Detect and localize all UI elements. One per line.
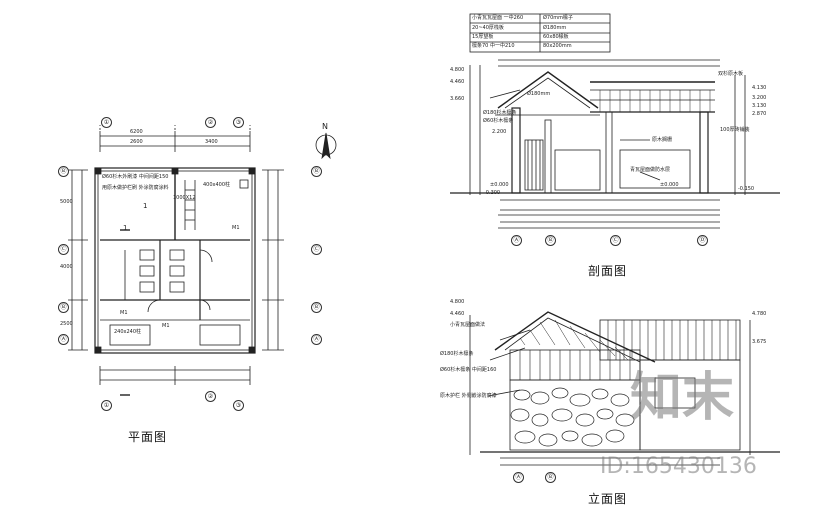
section-level-right-4: 2.870 bbox=[752, 111, 767, 117]
elev-level-3: 4.780 bbox=[752, 311, 767, 317]
plan-mark-5: M1 bbox=[162, 323, 170, 329]
plan-axis-bottom-3: ③ bbox=[233, 400, 244, 411]
section-level-left-5: ±0.000 bbox=[490, 182, 509, 188]
plan-mark-2: 1 bbox=[123, 224, 128, 232]
section-level-right-1: 4.130 bbox=[752, 85, 767, 91]
section-level-left-3: 3.660 bbox=[450, 96, 465, 102]
plan-axis-side-right-1: Ⓑ bbox=[311, 166, 322, 177]
plan-mark-3: M1 bbox=[232, 225, 240, 231]
elev-note-4: 原木护栏 外侧嵌涂防腐漆 bbox=[440, 393, 497, 399]
section-legend-8: 80x200mm bbox=[543, 43, 572, 49]
section-note-7: 青瓦屋面做防水层 bbox=[630, 167, 671, 173]
elev-axis-2: Ⓑ bbox=[545, 472, 556, 483]
elev-level-2: 4.460 bbox=[450, 311, 465, 317]
elev-note-1: 小青瓦屋面做法 bbox=[450, 322, 486, 328]
section-legend-1: 小青瓦瓦屋面 一中260 bbox=[472, 15, 524, 21]
floor-plan bbox=[68, 125, 284, 396]
section-level-left-2: 4.460 bbox=[450, 79, 465, 85]
plan-dim-left-1: 5000 bbox=[60, 199, 73, 205]
elevation-drawing bbox=[469, 311, 780, 466]
plan-axis-top-3: ③ bbox=[233, 117, 244, 128]
elev-level-4: 3.675 bbox=[752, 339, 767, 345]
plan-axis-side-3: Ⓑ bbox=[58, 302, 69, 313]
plan-note-3: 400x400柱 bbox=[203, 182, 231, 188]
plan-axis-side-4: Ⓐ bbox=[58, 334, 69, 345]
section-axis-4: Ⓓ bbox=[697, 235, 708, 246]
plan-axis-side-right-2: Ⓒ bbox=[311, 244, 322, 255]
section-legend-5: Ø70mm椽子 bbox=[543, 15, 574, 21]
section-level-left-1: 4.800 bbox=[450, 67, 465, 73]
watermark-brand: 知末 bbox=[630, 368, 735, 428]
plan-axis-side-right-4: Ⓐ bbox=[311, 334, 322, 345]
section-level-right-6: -0.150 bbox=[738, 186, 755, 192]
north-arrow-icon bbox=[315, 132, 337, 160]
plan-note-1: Ø60杉木外刷漆 中间间距150 bbox=[102, 174, 169, 180]
elev-level-1: 4.800 bbox=[450, 299, 465, 305]
plan-axis-bottom-2: ② bbox=[205, 391, 216, 402]
elev-axis-1: Ⓐ bbox=[513, 472, 524, 483]
section-caption: 剖面图 bbox=[588, 264, 628, 278]
plan-dim-2: 3400 bbox=[205, 139, 218, 145]
plan-axis-side-1: Ⓑ bbox=[58, 166, 69, 177]
plan-room-note: 240x240柱 bbox=[114, 329, 142, 335]
section-level-right-3: 3.130 bbox=[752, 103, 767, 109]
plan-dim-1: 2600 bbox=[130, 139, 143, 145]
elevation-caption: 立面图 bbox=[588, 492, 628, 506]
plan-caption: 平面图 bbox=[128, 430, 168, 444]
section-note-6: 双杉原木板 bbox=[718, 71, 744, 77]
plan-dim-total: 6200 bbox=[130, 129, 143, 135]
section-axis-2: Ⓑ bbox=[545, 235, 556, 246]
section-level-left-6: -0.300 bbox=[484, 190, 501, 196]
section-note-1: Ø180mm bbox=[527, 91, 551, 97]
plan-axis-top-2: ② bbox=[205, 117, 216, 128]
section-legend-3: 15厚望板 bbox=[472, 34, 494, 40]
plan-note-4: 1000X12 bbox=[173, 195, 196, 201]
section-legend-7: 60x80椽板 bbox=[543, 34, 569, 40]
section-level-right-2: 3.200 bbox=[752, 95, 767, 101]
elev-note-3: Ø60杉木檩条 中间距160 bbox=[440, 367, 497, 373]
section-legend-2: 20~40厚栈板 bbox=[472, 25, 504, 31]
section-axis-1: Ⓐ bbox=[511, 235, 522, 246]
section-legend-4: 檩条70 中一中210 bbox=[472, 43, 515, 49]
section-level-right-5: ±0.000 bbox=[660, 182, 679, 188]
section-legend-6: Ø180mm bbox=[543, 25, 567, 31]
section-drawing bbox=[450, 13, 780, 229]
plan-mark-4: M1 bbox=[120, 310, 128, 316]
section-note-4: 原木搁栅 bbox=[652, 137, 673, 143]
plan-mark-1: 1 bbox=[143, 202, 148, 210]
plan-axis-bottom-1: ① bbox=[101, 400, 112, 411]
plan-axis-side-right-3: Ⓑ bbox=[311, 302, 322, 313]
plan-axis-side-2: Ⓒ bbox=[58, 244, 69, 255]
section-level-left-4: 2.200 bbox=[492, 129, 507, 135]
section-axis-3: Ⓒ bbox=[610, 235, 621, 246]
watermark-id: ID:165430136 bbox=[600, 454, 757, 479]
elev-note-2: Ø180杉木檩条 bbox=[440, 351, 474, 357]
north-label: N bbox=[322, 122, 328, 131]
plan-axis-top-1: ① bbox=[101, 117, 112, 128]
plan-dim-left-2: 4000 bbox=[60, 264, 73, 270]
plan-dim-left-3: 2500 bbox=[60, 321, 73, 327]
section-note-3: Ø60杉木檩条 bbox=[483, 118, 514, 124]
section-note-5: 100厚砖铺装 bbox=[720, 127, 750, 133]
section-note-2: Ø180杉木檩条 bbox=[483, 110, 517, 116]
plan-note-2: 用原木做护栏刷 外涂防腐涂料 bbox=[102, 185, 169, 191]
